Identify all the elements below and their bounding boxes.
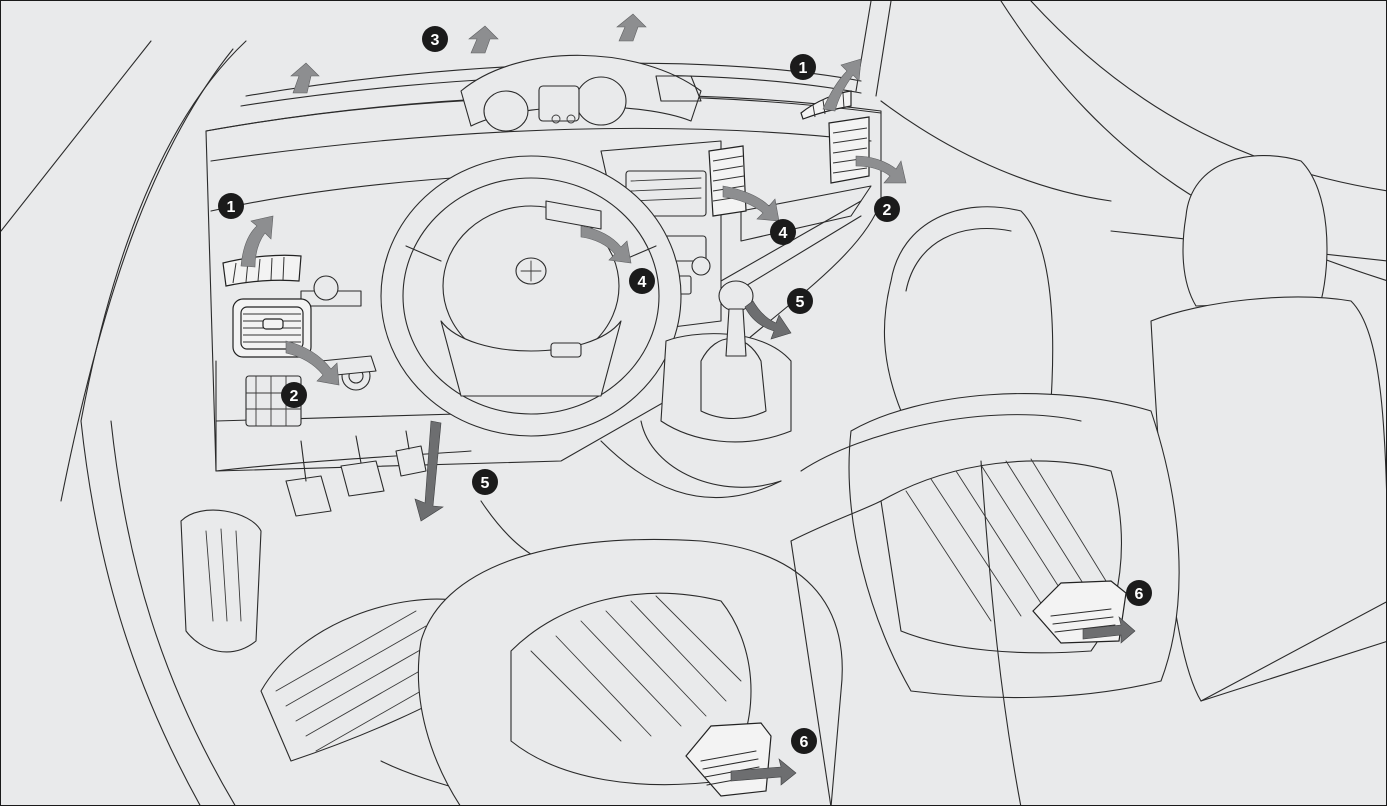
marker-label: 5 — [481, 475, 490, 492]
marker-4-left: 4 — [629, 268, 655, 294]
marker-1-left: 1 — [218, 193, 244, 219]
center-dash-vent — [708, 145, 747, 217]
marker-2-right: 2 — [874, 196, 900, 222]
left-footwell-arrow — [414, 420, 444, 522]
marker-5-right: 5 — [787, 288, 813, 314]
marker-label: 6 — [1135, 586, 1144, 603]
marker-1-right: 1 — [790, 54, 816, 80]
right-vent-arrow — [855, 155, 907, 184]
passenger-seat — [790, 155, 1386, 805]
marker-label: 1 — [799, 60, 808, 77]
marker-label: 2 — [883, 202, 892, 219]
marker-label: 4 — [638, 274, 647, 291]
marker-6-front: 6 — [791, 728, 817, 754]
marker-label: 4 — [779, 225, 788, 242]
airflow-arrows — [240, 13, 1136, 786]
marker-5-left: 5 — [472, 469, 498, 495]
marker-4-right: 4 — [770, 219, 796, 245]
pedals — [285, 430, 427, 517]
marker-label: 5 — [796, 294, 805, 311]
windscreen-arrow-1 — [290, 62, 320, 94]
marker-label: 3 — [431, 32, 440, 49]
right-footwell-arrow — [744, 300, 792, 340]
marker-label: 6 — [800, 734, 809, 751]
steering-column-arrow — [580, 225, 632, 264]
right-window-arrow — [822, 58, 862, 112]
steering-wheel — [380, 155, 682, 437]
gear-lever — [640, 280, 792, 488]
marker-6-rear: 6 — [1126, 580, 1152, 606]
center-vent-arrow — [722, 185, 780, 222]
left-vent-arrow — [285, 340, 340, 386]
left-window-arrow — [240, 215, 274, 268]
windscreen-arrow-3 — [616, 13, 647, 42]
right-dash-vent — [828, 116, 870, 184]
marker-label: 1 — [227, 199, 236, 216]
marker-2-left: 2 — [281, 382, 307, 408]
rear-front-floor-arrow — [730, 758, 797, 786]
windscreen-arrow-2 — [468, 25, 499, 54]
rear-rear-floor-arrow — [1082, 616, 1136, 644]
marker-3: 3 — [422, 26, 448, 52]
driver-seat — [417, 538, 843, 805]
marker-label: 2 — [290, 388, 299, 405]
